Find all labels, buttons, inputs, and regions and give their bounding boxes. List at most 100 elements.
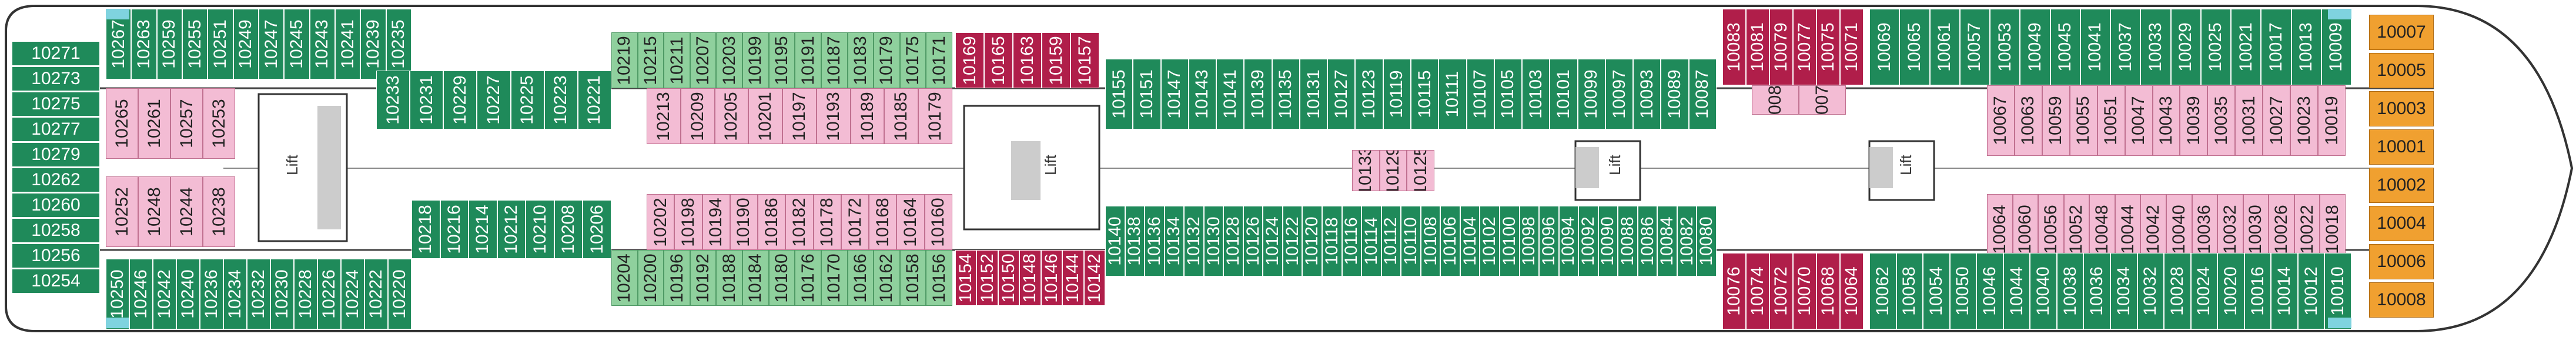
cabin-10201[interactable]: 10201 (748, 88, 783, 144)
cabin-10166[interactable]: 10166 (847, 250, 874, 306)
cabin-10179[interactable]: 10179 (874, 32, 900, 88)
cabin-10139[interactable]: 10139 (1244, 59, 1272, 129)
cabin-10225[interactable]: 10225 (510, 71, 544, 129)
cabin-10212[interactable]: 10212 (497, 200, 526, 259)
cabin-10111[interactable]: 10111 (1438, 59, 1467, 129)
cabin-10046[interactable]: 10046 (1976, 253, 2003, 329)
cabin-10050[interactable]: 10050 (1949, 253, 1977, 329)
cabin-10182[interactable]: 10182 (785, 194, 814, 250)
cabin-10027[interactable]: 10027 (2263, 85, 2291, 156)
cabin-10199[interactable]: 10199 (742, 32, 769, 88)
cabin-10021[interactable]: 10021 (2231, 9, 2261, 85)
cabin-10124[interactable]: 10124 (1263, 206, 1283, 276)
cabin-10062[interactable]: 10062 (1869, 253, 1896, 329)
cabin-10122[interactable]: 10122 (1282, 206, 1303, 276)
cabin-10262[interactable]: 10262 (12, 168, 100, 192)
cabin-10014[interactable]: 10014 (2271, 253, 2298, 329)
cabin-10128[interactable]: 10128 (1223, 206, 1243, 276)
cabin-10044[interactable]: 10044 (2003, 253, 2030, 329)
cabin-10005[interactable]: 10005 (2369, 53, 2434, 88)
cabin-10247[interactable]: 10247 (259, 9, 285, 79)
cabin-10163[interactable]: 10163 (1013, 32, 1042, 88)
cabin-10029[interactable]: 10029 (2170, 9, 2201, 85)
cabin-10097[interactable]: 10097 (1605, 59, 1634, 129)
cabin-10008[interactable]: 10008 (2369, 282, 2434, 318)
cabin-10138[interactable]: 10138 (1125, 206, 1145, 276)
cabin-10017[interactable]: 10017 (2261, 9, 2291, 85)
cabin-10133[interactable]: 10133 (1352, 150, 1380, 191)
cabin-10265[interactable]: 10265 (106, 88, 138, 159)
cabin-10039[interactable]: 10039 (2180, 85, 2208, 156)
cabin-10151[interactable]: 10151 (1133, 59, 1161, 129)
cabin-10084[interactable]: 10084 (1657, 206, 1677, 276)
cabin-10130[interactable]: 10130 (1203, 206, 1224, 276)
cabin-10132[interactable]: 10132 (1184, 206, 1204, 276)
cabin-10152[interactable]: 10152 (976, 250, 998, 306)
cabin-10093[interactable]: 10093 (1633, 59, 1661, 129)
cabin-10226[interactable]: 10226 (317, 259, 341, 329)
cabin-10154[interactable]: 10154 (955, 250, 977, 306)
cabin-10144[interactable]: 10144 (1062, 250, 1084, 306)
cabin-10002[interactable]: 10002 (2369, 168, 2434, 203)
cabin-10125[interactable]: 10125 (1407, 150, 1434, 191)
cabin-10227[interactable]: 10227 (477, 71, 511, 129)
cabin-10242[interactable]: 10242 (153, 259, 176, 329)
cabin-10092[interactable]: 10092 (1578, 206, 1598, 276)
cabin-10275[interactable]: 10275 (12, 92, 100, 116)
cabin-10231[interactable]: 10231 (410, 71, 444, 129)
cabin-10118[interactable]: 10118 (1322, 206, 1342, 276)
cabin-10204[interactable]: 10204 (611, 250, 638, 306)
cabin-10045[interactable]: 10045 (2050, 9, 2080, 85)
cabin-10156[interactable]: 10156 (926, 250, 952, 306)
cabin-10034[interactable]: 10034 (2110, 253, 2137, 329)
cabin-10013[interactable]: 10013 (2291, 9, 2321, 85)
cabin-10119[interactable]: 10119 (1383, 59, 1411, 129)
cabin-10220[interactable]: 10220 (388, 259, 412, 329)
cabin-10180[interactable]: 10180 (768, 250, 795, 306)
cabin-10049[interactable]: 10049 (2020, 9, 2050, 85)
cabin-10135[interactable]: 10135 (1272, 59, 1300, 129)
cabin-10172[interactable]: 10172 (841, 194, 869, 250)
cabin-10196[interactable]: 10196 (664, 250, 690, 306)
cabin-10234[interactable]: 10234 (223, 259, 247, 329)
cabin-10243[interactable]: 10243 (309, 9, 335, 79)
cabin-10009[interactable]: 10009 (2321, 9, 2351, 85)
cabin-10255[interactable]: 10255 (182, 9, 208, 79)
cabin-10112[interactable]: 10112 (1381, 206, 1401, 276)
cabin-10071[interactable]: 10071 (1840, 9, 1864, 85)
cabin-10082[interactable]: 10082 (1677, 206, 1697, 276)
cabin-10186[interactable]: 10186 (758, 194, 786, 250)
cabin-10077[interactable]: 10077 (1793, 9, 1816, 85)
cabin-10195[interactable]: 10195 (768, 32, 795, 88)
cabin-10051[interactable]: 10051 (2097, 85, 2125, 156)
cabin-10069[interactable]: 10069 (1869, 9, 1900, 85)
cabin-10192[interactable]: 10192 (690, 250, 717, 306)
cabin-10193[interactable]: 10193 (816, 88, 851, 144)
cabin-10162[interactable]: 10162 (874, 250, 900, 306)
cabin-10157[interactable]: 10157 (1070, 32, 1099, 88)
cabin-10064[interactable]: 10064 (1840, 253, 1864, 329)
cabin-10038[interactable]: 10038 (2056, 253, 2084, 329)
cabin-10055[interactable]: 10055 (2069, 85, 2097, 156)
cabin-10164[interactable]: 10164 (896, 194, 925, 250)
cabin-10207[interactable]: 10207 (690, 32, 717, 88)
cabin-10089[interactable]: 10089 (1661, 59, 1689, 129)
cabin-10241[interactable]: 10241 (335, 9, 361, 79)
cabin-10210[interactable]: 10210 (526, 200, 554, 259)
cabin-10102[interactable]: 10102 (1480, 206, 1500, 276)
cabin-10189[interactable]: 10189 (850, 88, 885, 144)
cabin-10116[interactable]: 10116 (1341, 206, 1362, 276)
cabin-10023[interactable]: 10023 (2290, 85, 2319, 156)
cabin-10259[interactable]: 10259 (156, 9, 182, 79)
cabin-10239[interactable]: 10239 (360, 9, 386, 79)
cabin-10123[interactable]: 10123 (1355, 59, 1383, 129)
cabin-10094[interactable]: 10094 (1558, 206, 1579, 276)
cabin-10249[interactable]: 10249 (233, 9, 259, 79)
cabin-10215[interactable]: 10215 (637, 32, 664, 88)
cabin-10065[interactable]: 10065 (1899, 9, 1930, 85)
cabin-10176[interactable]: 10176 (795, 250, 821, 306)
cabin-10214[interactable]: 10214 (469, 200, 497, 259)
cabin-10159[interactable]: 10159 (1042, 32, 1070, 88)
cabin-10271[interactable]: 10271 (12, 41, 100, 66)
cabin-10054[interactable]: 10054 (1923, 253, 1950, 329)
